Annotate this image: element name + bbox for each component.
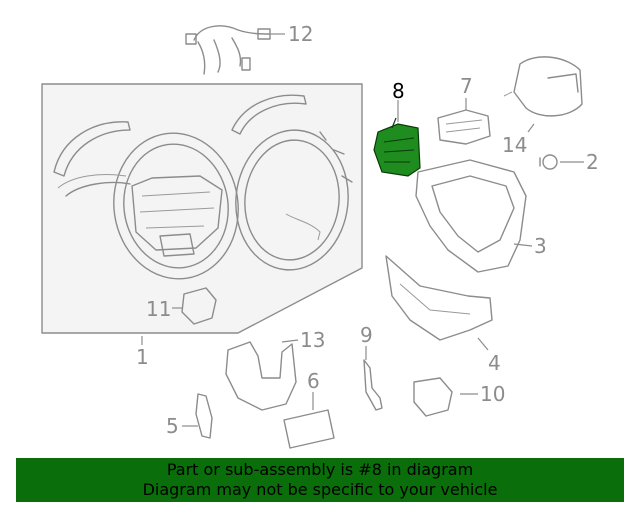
part-2-screw <box>539 154 558 170</box>
callout-9: 9 <box>360 323 373 347</box>
part-14-module <box>503 56 583 117</box>
callout-5: 5 <box>166 414 179 438</box>
leader-lines <box>141 33 584 427</box>
callout-4: 4 <box>488 351 501 375</box>
part-13-bracket <box>225 341 297 411</box>
callout-8: 8 <box>392 79 405 103</box>
part-4-housing <box>385 255 493 341</box>
callout-11: 11 <box>146 297 171 321</box>
trim-arc-top <box>231 94 307 135</box>
callout-13: 13 <box>300 328 325 352</box>
info-banner: Part or sub-assembly is #8 in diagram Di… <box>16 458 624 502</box>
part-3-bezel <box>415 159 527 273</box>
part-7-switch <box>437 109 491 145</box>
callout-6: 6 <box>307 369 320 393</box>
part-5-clip <box>195 393 213 439</box>
part-10-switch <box>413 377 453 417</box>
callout-10: 10 <box>480 382 505 406</box>
part-12-wiring-harness <box>185 25 271 75</box>
trim-arc-left <box>53 121 131 177</box>
part-6-cover <box>283 409 335 449</box>
banner-line-2: Diagram may not be specific to your vehi… <box>142 480 498 499</box>
part-9-connector <box>363 359 383 411</box>
callout-2: 2 <box>586 150 599 174</box>
callout-1: 1 <box>136 345 149 369</box>
callout-14: 14 <box>502 133 527 157</box>
steering-wheel-rear <box>235 129 353 271</box>
callout-7: 7 <box>460 74 473 98</box>
callout-3: 3 <box>534 234 547 258</box>
callout-12: 12 <box>288 22 313 46</box>
banner-line-1: Part or sub-assembly is #8 in diagram <box>166 460 474 479</box>
part-8-switch <box>373 117 421 177</box>
steering-wheel-front <box>57 132 239 280</box>
part-11-clip <box>181 287 217 325</box>
